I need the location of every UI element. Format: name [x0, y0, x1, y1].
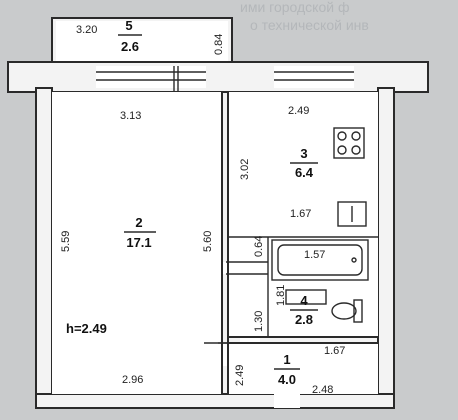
dim-balcony-depth: 0.84: [213, 34, 225, 55]
fixtures: [271, 127, 369, 323]
dim-wc-bottom: 1.67: [324, 345, 345, 357]
dim-hall-side: 2.49: [234, 365, 246, 386]
dim-kitchen-side: 3.02: [239, 159, 251, 180]
partitions: [173, 66, 379, 395]
washbasin-icon: [285, 289, 327, 305]
sink-icon: [337, 201, 367, 227]
rooms-fill: [52, 92, 378, 394]
svg-text:ими городской ф: ими городской ф: [240, 0, 349, 15]
dim-room2-bottom: 2.96: [122, 374, 143, 386]
dim-kitchen-top: 2.49: [288, 105, 309, 117]
room-number: 1: [283, 352, 290, 367]
room-number: 3: [300, 146, 307, 161]
dim-bathtub: 1.57: [304, 249, 325, 261]
room-number: 2: [135, 215, 142, 230]
room-area: 4.0: [278, 372, 296, 387]
room-area: 2.6: [121, 39, 139, 54]
balcony: [51, 17, 233, 65]
room-area: 17.1: [126, 235, 151, 250]
stove-icon: [333, 127, 365, 159]
dim-hall-bottom: 2.48: [312, 384, 333, 396]
room-labels: 5 2.6 2 17.1 3 6.4 4 2.8 1 4.0: [118, 18, 318, 387]
ceiling-height: h=2.49: [66, 321, 107, 336]
bathtub-icon: [271, 239, 369, 281]
dim-bath-gap: 0.64: [253, 236, 265, 257]
room-number: 5: [125, 18, 132, 33]
dim-balcony-width: 3.20: [76, 24, 97, 36]
dim-room2-top: 3.13: [120, 110, 141, 122]
dimension-labels: 3.20 0.84 3.13 5.59 5.60 2.96 2.49 3.02 …: [60, 24, 345, 396]
room-area: 6.4: [295, 165, 314, 180]
dim-room2-left: 5.59: [60, 231, 72, 252]
toilet-icon: [331, 299, 363, 323]
dim-kitchen-bottom: 1.67: [290, 208, 311, 220]
room-number: 4: [300, 293, 308, 308]
room-area: 2.8: [295, 312, 313, 327]
svg-text:о технической инв: о технической инв: [250, 17, 369, 33]
dim-wc-side: 1.30: [253, 311, 265, 332]
dim-wc-height: 1.81: [275, 285, 287, 306]
dim-room2-right: 5.60: [202, 231, 214, 252]
